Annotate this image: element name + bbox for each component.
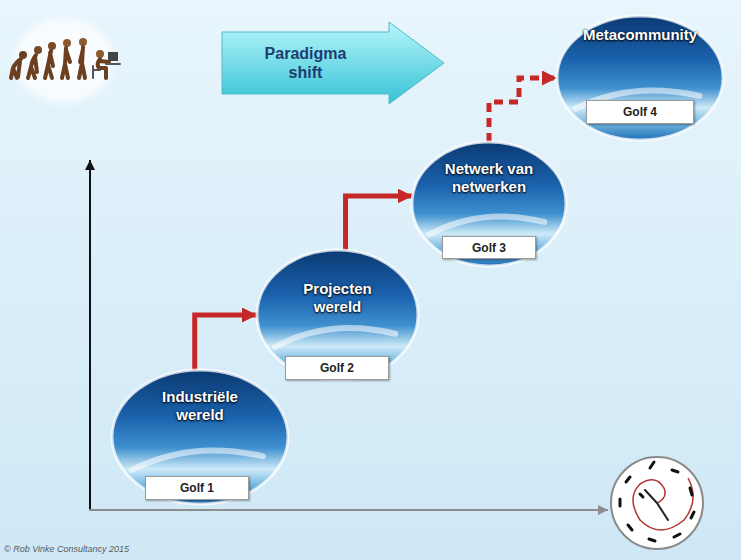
step-arrow: [489, 78, 557, 142]
evolution-illustration-part-part: [45, 51, 53, 78]
clock-illustration-part: [633, 478, 693, 530]
wave-fill: [412, 142, 566, 266]
axes-part: [89, 160, 91, 511]
era-title: Metacommunity: [570, 26, 710, 44]
paradigm-arrow: Paradigma shift: [222, 22, 444, 104]
clock-illustration-part: [611, 457, 703, 549]
era-title: Netwerk van netwerken: [429, 160, 549, 196]
wave-fill: [257, 250, 418, 380]
evolution-illustration-part-part: [63, 39, 71, 47]
wave-label-box: Golf 1: [145, 476, 249, 500]
clock-illustration-part-part: [626, 477, 630, 482]
arrow-label: Paradigma shift: [256, 44, 356, 82]
evolution-illustration-part-part: [62, 48, 70, 78]
evolution-illustration-part-part: [93, 64, 120, 78]
clock-illustration-part-part: [619, 499, 622, 506]
clock-illustration-part-part: [691, 512, 694, 518]
wave-number: Golf 2: [320, 361, 354, 375]
evolution-illustration: [4, 8, 124, 112]
wave-fill: [112, 370, 288, 504]
clock-illustration-part-part: [690, 488, 692, 495]
evolution-illustration-part: [108, 52, 118, 61]
wave-oval: Projecten wereldGolf 2: [255, 248, 420, 382]
clock-illustration-part-part: [628, 525, 632, 530]
step-arrow: [346, 196, 413, 250]
clock-illustration: [611, 457, 703, 549]
evolution-illustration-part-part: [28, 55, 37, 78]
evolution-illustration-part-part: [79, 47, 85, 78]
wave-oval: Industriële wereldGolf 1: [110, 368, 290, 506]
evolution-illustration-part-part: [79, 38, 87, 46]
clock-illustration-part-part: [650, 462, 654, 468]
clock-illustration-part: [645, 490, 668, 520]
wave-label-box: Golf 3: [442, 236, 536, 259]
wave-oval: MetacommunityGolf 4: [555, 14, 725, 142]
label-holder: © Rob Vinke Consultancy 2015: [4, 544, 129, 554]
step-arrow: [195, 315, 257, 370]
clock-illustration-part-part: [640, 494, 643, 497]
evolution-illustration-part: [11, 38, 120, 78]
arrow-shape: [222, 22, 444, 104]
wave-fill: [557, 16, 723, 140]
clock-illustration-part-part: [649, 539, 655, 541]
evolution-illustration-part-part: [34, 46, 42, 54]
wave-number: Golf 1: [180, 481, 214, 495]
evolution-illustration-part-part: [48, 42, 56, 50]
clock-illustration-part-part: [674, 534, 680, 537]
wave-number: Golf 4: [623, 105, 657, 119]
axes-part: [89, 509, 608, 511]
wave-oval: Netwerk van netwerkenGolf 3: [410, 140, 568, 268]
era-title: Industriële wereld: [145, 388, 255, 424]
arrow-fill: [222, 22, 444, 104]
clock-illustration-part: [620, 462, 694, 541]
evolution-illustration-part: [4, 8, 124, 112]
copyright-note: © Rob Vinke Consultancy 2015: [4, 544, 129, 554]
clock-illustration-part-part: [672, 470, 678, 472]
evolution-illustration-part-part: [11, 59, 21, 78]
evolution-illustration-part-part: [96, 50, 104, 58]
wave-foam: [429, 216, 544, 234]
wave-foam: [275, 328, 395, 347]
wave-label-box: Golf 2: [285, 356, 389, 380]
evolution-illustration-part-part: [98, 59, 109, 78]
wave-number: Golf 3: [472, 241, 506, 255]
wave-label-box: Golf 4: [586, 100, 694, 124]
era-title: Projecten wereld: [283, 280, 393, 316]
wave-foam: [132, 450, 263, 470]
